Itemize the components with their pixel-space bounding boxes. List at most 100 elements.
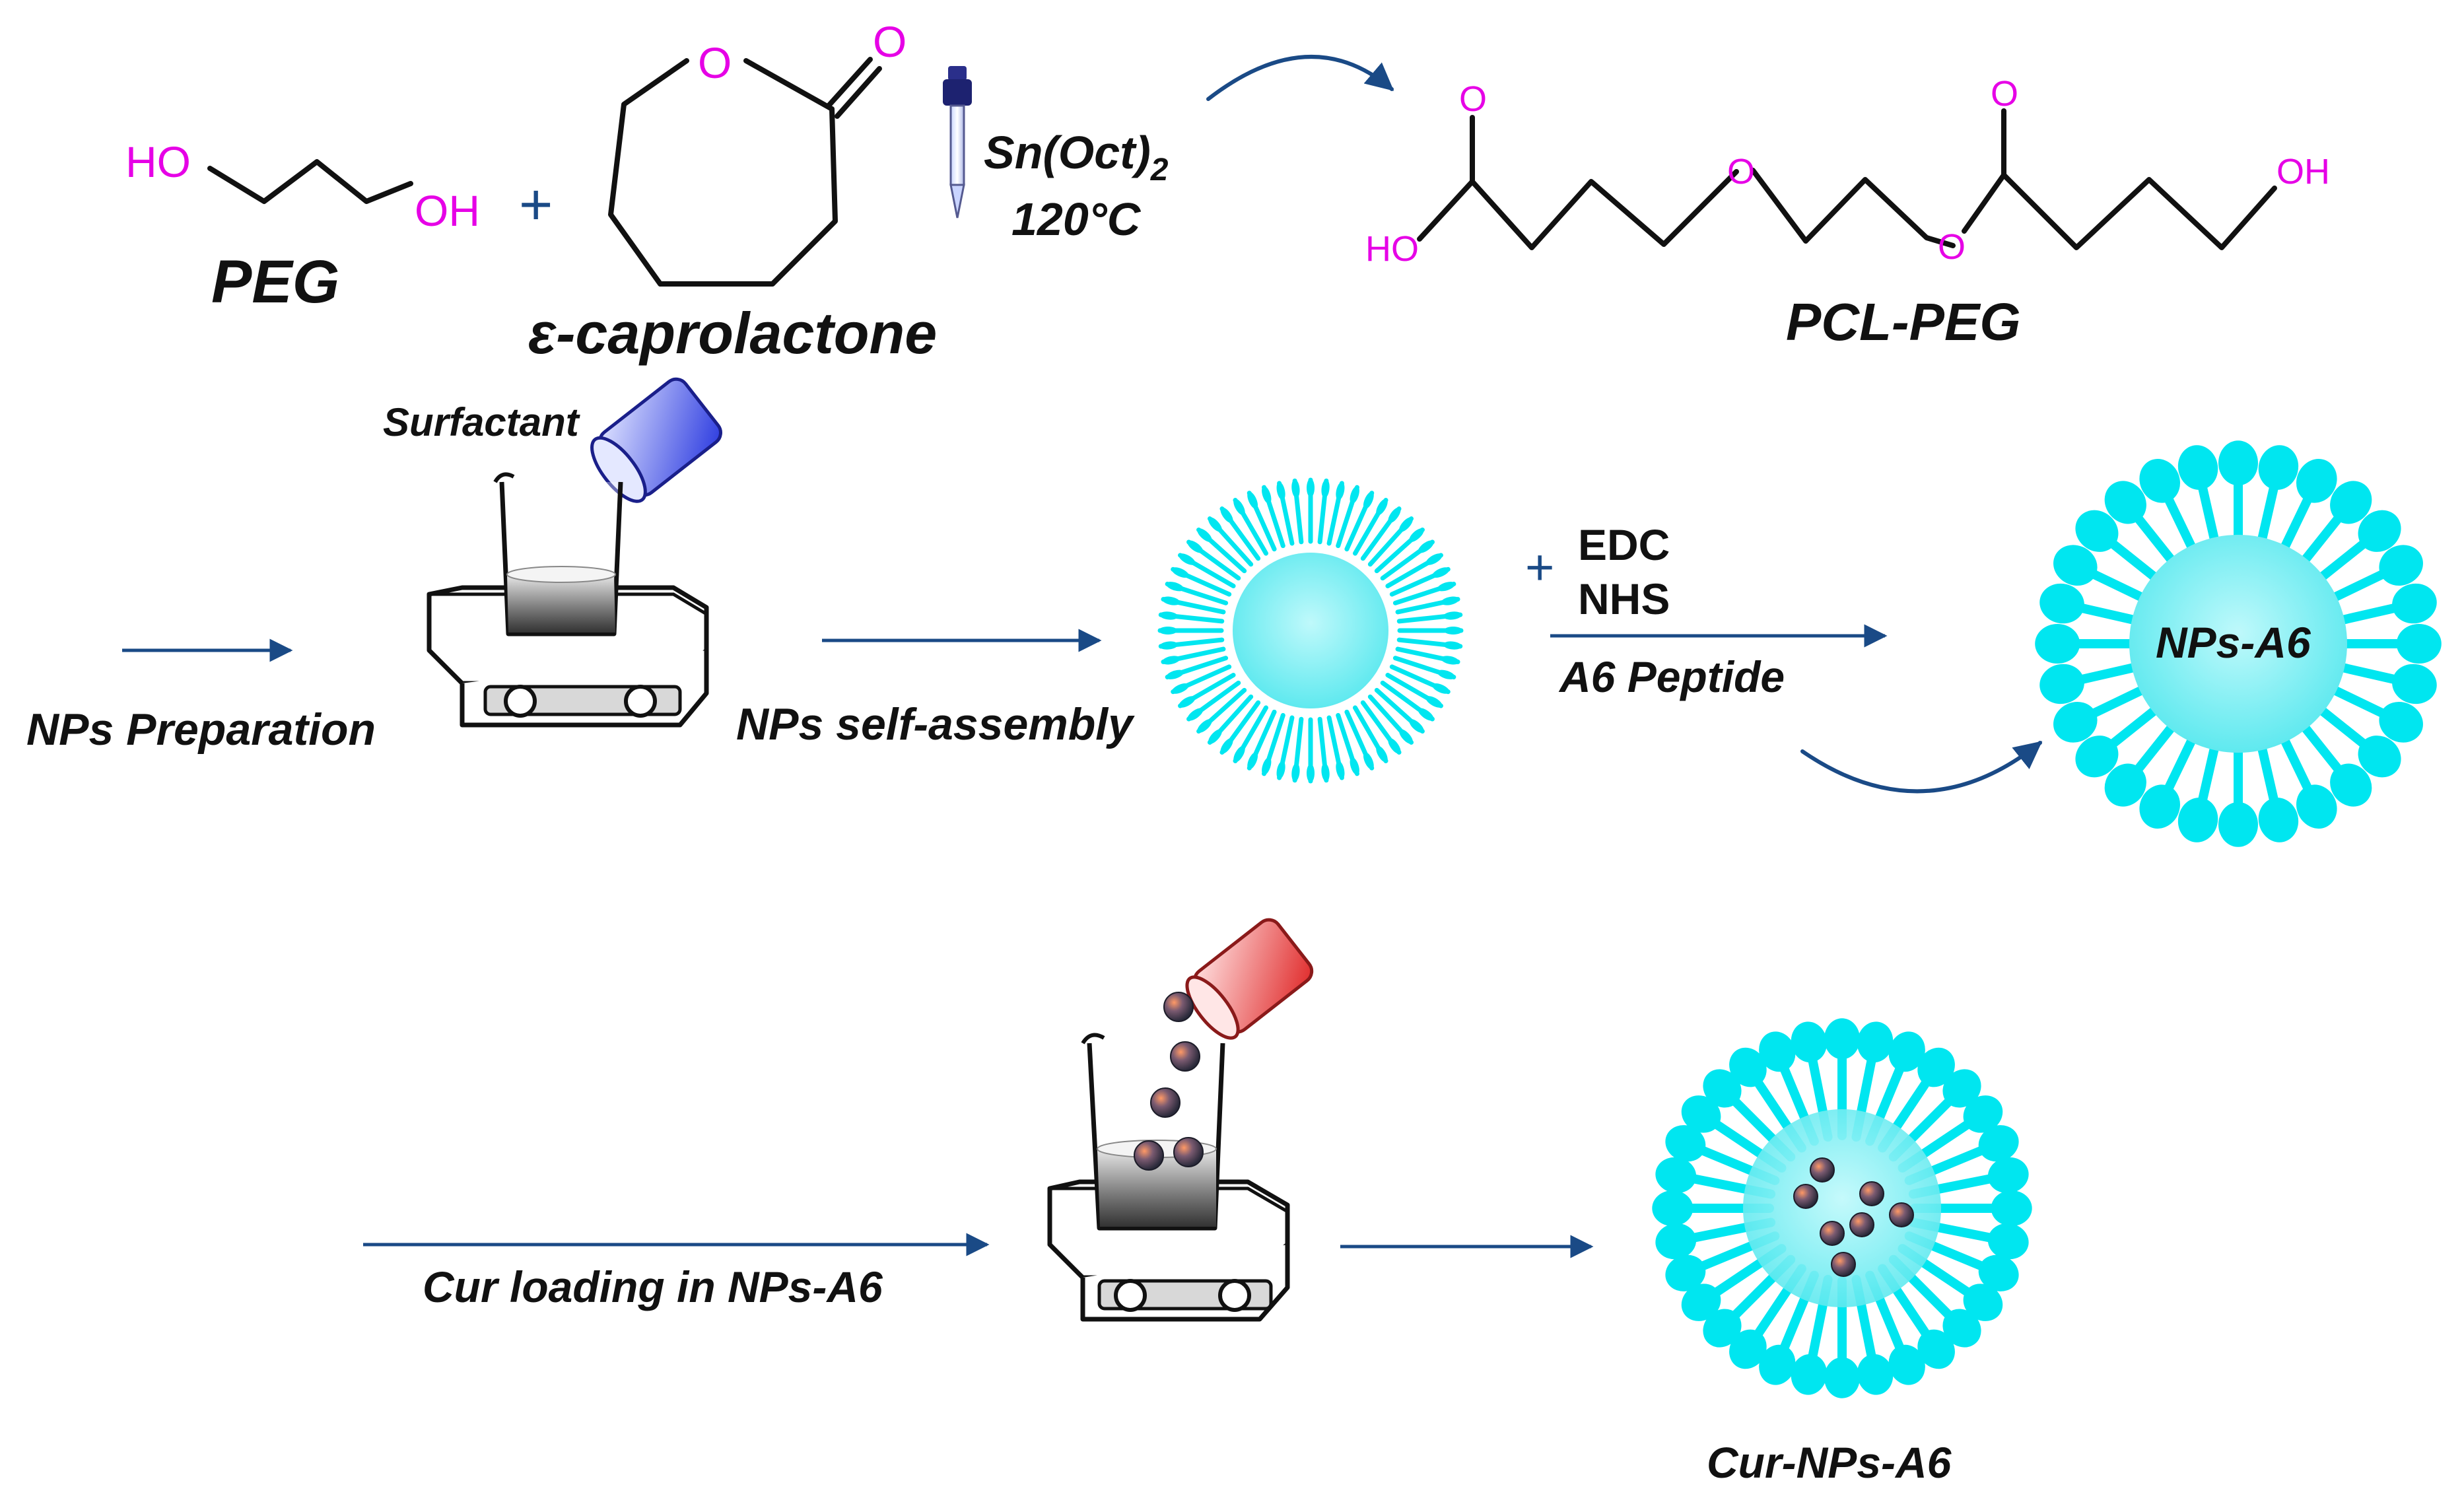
pcl-peg-o-ether: O: [1727, 152, 1755, 191]
surfactant-head: [1161, 596, 1181, 605]
self-assembled-nanoparticle: [1157, 477, 1464, 784]
peptide-head: [1655, 1157, 1697, 1194]
curcumin-particle: [1173, 1137, 1204, 1167]
peg-oh-atom: OH: [415, 186, 480, 235]
peptide-head: [1703, 1309, 1742, 1348]
peptide-head: [2396, 624, 2442, 664]
peptide-head: [1655, 1223, 1697, 1260]
peg-ho-atom: HO: [125, 137, 191, 186]
pcl-peg-o-top-left: O: [1459, 79, 1487, 119]
surfactant-head: [1208, 729, 1222, 744]
peptide-head: [2139, 784, 2180, 829]
surfactant-head: [1187, 708, 1204, 721]
nps-a6-core: [2129, 535, 2347, 753]
caprolactone-ring-bonds: [608, 58, 838, 287]
curcumin-particle: [1831, 1252, 1856, 1277]
peptide-head: [2379, 545, 2423, 586]
curcumin-particle: [1810, 1157, 1835, 1183]
a6-peptide-lollipops: [2035, 440, 2442, 847]
conjugation-curved-arrow: [1800, 741, 2043, 794]
surfactant-head: [1425, 553, 1443, 565]
peptide-head: [1824, 1357, 1860, 1398]
peptide-head: [1759, 1031, 1796, 1072]
peptide-head: [1857, 1021, 1894, 1063]
nanoparticle-core: [1233, 553, 1388, 708]
surfactant-head: [1276, 481, 1285, 500]
nhs-label: NHS: [1578, 574, 1670, 623]
surfactant-head: [1159, 641, 1179, 650]
peptide-head: [2296, 459, 2337, 503]
carbonyl-bond-1: [826, 57, 873, 108]
curcumin-particle: [1793, 1184, 1818, 1209]
surfactant-head: [1197, 528, 1212, 542]
peptide-head: [2218, 440, 2258, 486]
curcumin-particle: [1889, 1202, 1914, 1227]
peptide-stick: [2295, 510, 2346, 571]
surfactant-head: [1159, 611, 1179, 620]
peptide-head: [1791, 1021, 1828, 1063]
peptide-stick: [2330, 661, 2404, 685]
stirrer2-knob-left: [1114, 1279, 1147, 1312]
cur-nps-a6-label: Cur-NPs-A6: [1707, 1438, 1952, 1487]
surfactant-head: [1233, 745, 1245, 763]
surfactant-beaker-icon: [590, 377, 722, 503]
surfactant-head: [1432, 683, 1450, 694]
surfactant-head: [1220, 738, 1233, 754]
peptide-head: [2035, 624, 2080, 664]
surfactant-head: [1197, 719, 1212, 733]
peptide-stick: [2131, 510, 2181, 571]
surfactant-head: [1336, 761, 1345, 780]
curcumin-particles-falling: [1134, 992, 1204, 1171]
peg-molecule: HO OH: [125, 137, 480, 235]
stirrer-knob-right: [624, 685, 657, 718]
peptide-stick: [2311, 536, 2372, 587]
curcumin-particle: [1849, 1212, 1874, 1237]
pcl-peg-ho-left: HO: [1365, 229, 1419, 269]
curcumin-particle: [1150, 1087, 1181, 1118]
peptide-head: [2039, 664, 2084, 704]
peptide-head: [1824, 1018, 1860, 1060]
pcl-peg-o-ester: O: [1938, 227, 1966, 267]
catalyst-label: Sn(Oct)2: [984, 127, 1169, 188]
peptide-head: [2104, 481, 2146, 524]
stirrer-beaker-2: [1047, 1033, 1290, 1322]
a6-peptide-label: A6 Peptide: [1558, 652, 1785, 701]
peptide-head: [2177, 798, 2218, 842]
plus-sign-coupling: +: [1525, 539, 1554, 596]
caprolactone-carbonyl-oxygen: O: [873, 17, 907, 66]
surfactant-head: [1350, 757, 1359, 775]
peptide-head: [1888, 1344, 1925, 1385]
surfactant-head: [1262, 757, 1272, 775]
surfactant-head: [1321, 479, 1330, 498]
peptide-stick: [2276, 490, 2315, 559]
peptide-stick: [2104, 701, 2166, 751]
peptide-stick: [2330, 602, 2404, 627]
catalyst-subscript: 2: [1150, 153, 1169, 188]
peg-label: PEG: [211, 248, 339, 316]
stirrer-knob-left: [504, 685, 537, 718]
peptide-stick: [2197, 736, 2221, 809]
reaction-curved-arrow: [1206, 55, 1394, 101]
peptide-stick: [2197, 478, 2221, 552]
dropper-icon: [943, 66, 972, 219]
surfactant-head: [1388, 507, 1401, 524]
peptide-head: [1652, 1190, 1694, 1226]
peptide-head: [1729, 1047, 1767, 1087]
pcl-peg-oh-right: OH: [2276, 152, 2330, 191]
peptide-stick: [2131, 716, 2181, 778]
surfactant-head: [1159, 627, 1177, 635]
curcumin-particle: [1859, 1181, 1884, 1206]
peptide-stick: [2311, 701, 2372, 751]
catalyst-name: Sn(Oct): [984, 127, 1151, 178]
peptide-head: [2258, 445, 2299, 490]
curcumin-particles-loaded: [1793, 1157, 1914, 1277]
caprolactone-molecule: O O: [608, 17, 907, 287]
peptide-head: [1917, 1047, 1955, 1087]
surfactant-head: [1437, 582, 1455, 592]
surfactant-head: [1376, 498, 1388, 516]
drug-beaker-icon: [1185, 918, 1314, 1040]
surfactant-head: [1307, 764, 1315, 782]
peptide-head: [2358, 736, 2401, 778]
cur-loading-label: Cur loading in NPs-A6: [423, 1262, 883, 1311]
